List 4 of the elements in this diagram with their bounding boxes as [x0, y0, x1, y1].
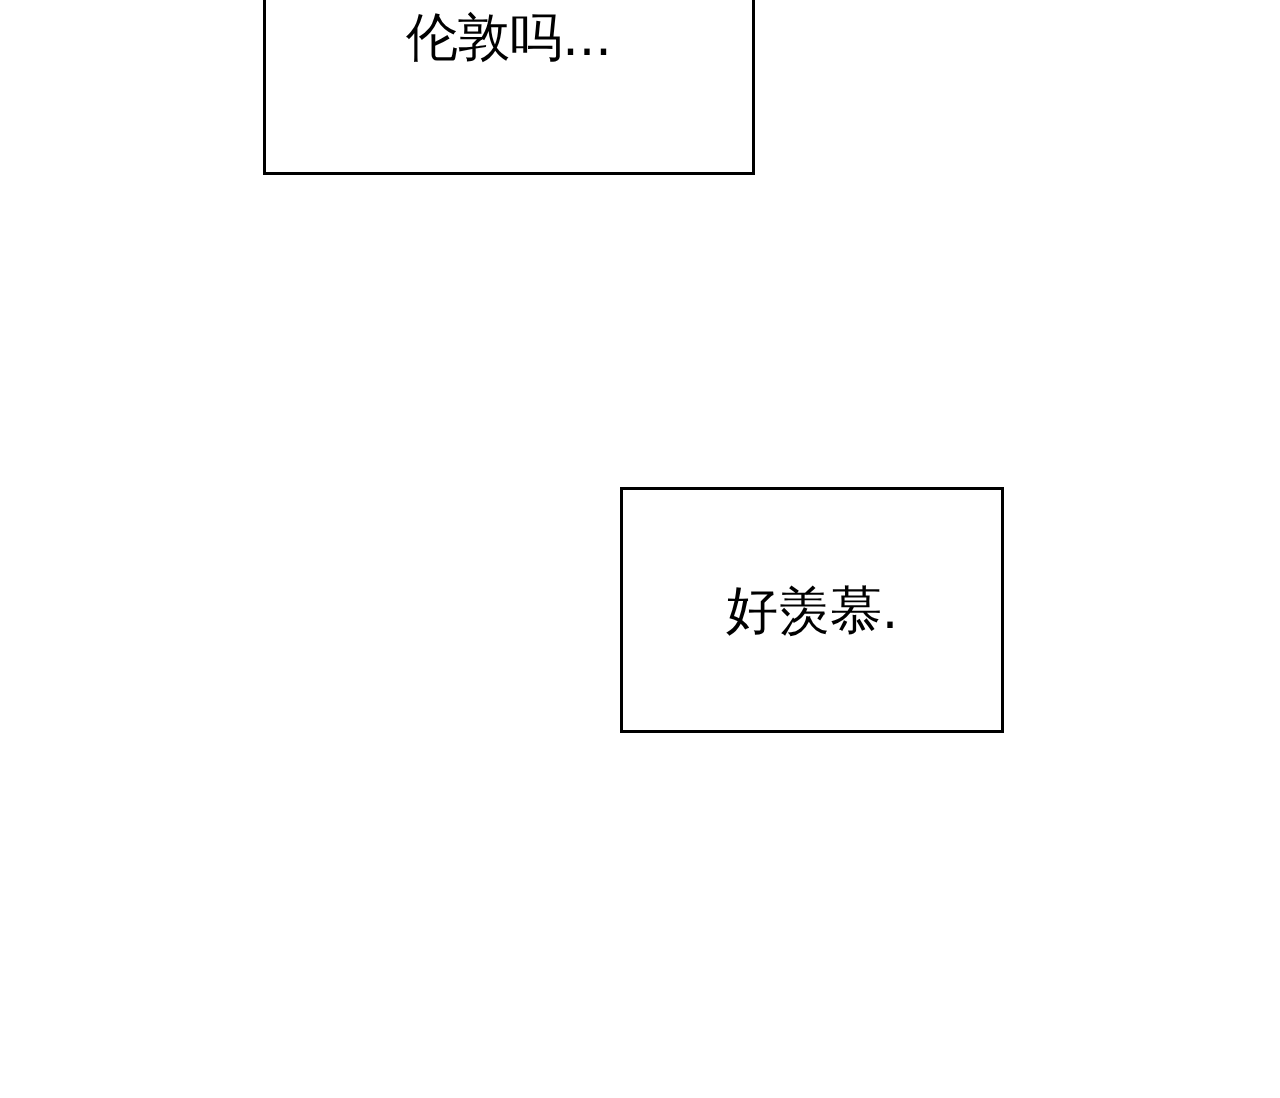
- caption-box: [263, 0, 755, 175]
- caption-text: 好羡慕.: [725, 578, 899, 642]
- caption-box: [620, 487, 1004, 733]
- caption-text: 伦敦吗...: [406, 6, 612, 69]
